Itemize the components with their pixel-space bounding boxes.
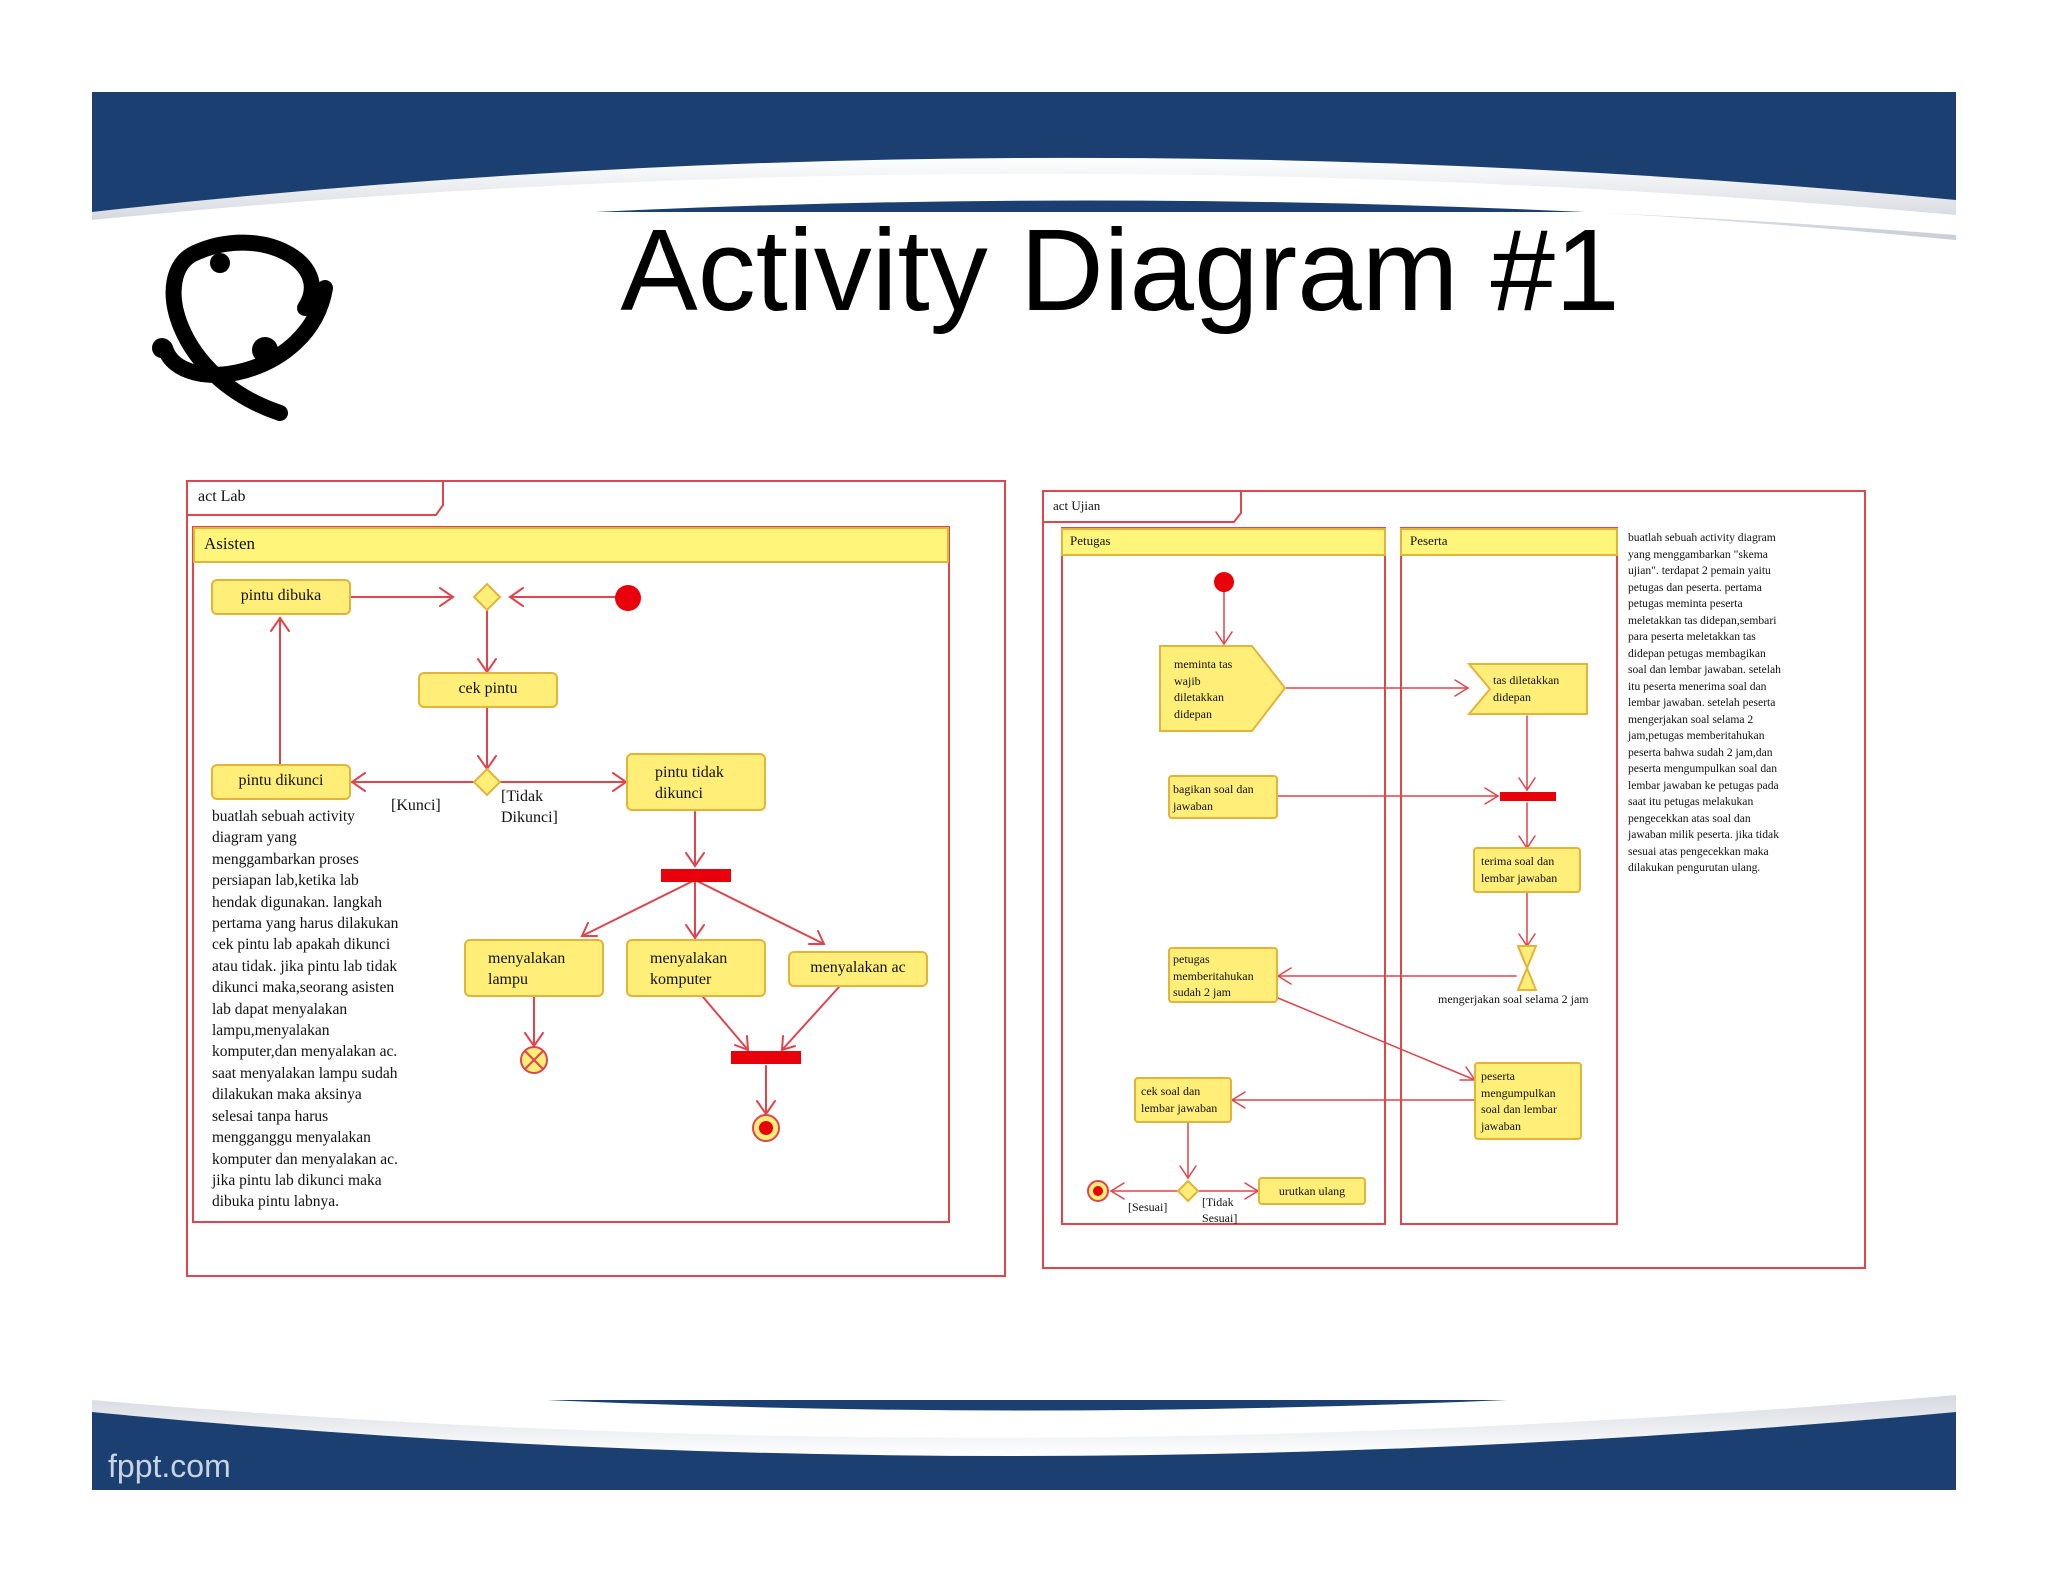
- node-urutkan-ulang: urutkan ulang: [1278, 1184, 1346, 1198]
- node-petugas-memberitahukan: petugas memberitahukan sudah 2 jam: [1173, 952, 1254, 999]
- guard-kunci: [Kunci]: [391, 797, 441, 814]
- node-meminta-tas: meminta tas wajib diletakkan didepan: [1174, 657, 1233, 721]
- diagram-ujian: [1042, 490, 1866, 1269]
- guard-sesuai: [Sesuai]: [1128, 1200, 1168, 1214]
- time-event-label: mengerjakan soal selama 2 jam: [1438, 992, 1589, 1006]
- node-cek-pintu: cek pintu: [458, 680, 518, 697]
- node-menyalakan-lampu: menyalakan lampu: [488, 950, 566, 988]
- guard-tidak-sesuai: [Tidak Sesuai]: [1202, 1195, 1238, 1225]
- node-peserta-mengumpulkan: peserta mengumpulkan soal dan lembar jaw…: [1481, 1069, 1557, 1133]
- lane-peserta: Peserta: [1410, 533, 1448, 548]
- guard-tidak-dikunci: [Tidak Dikunci]: [501, 788, 558, 826]
- footer-brand: fppt.com: [108, 1448, 231, 1484]
- node-terima-soal: terima soal dan lembar jawaban: [1481, 854, 1558, 885]
- node-bagikan-soal: bagikan soal dan jawaban: [1173, 782, 1254, 813]
- diagram-lab: [186, 480, 1006, 1277]
- node-tas-diletakkan: tas diletakkan didepan: [1493, 673, 1560, 704]
- note-lab: buatlah sebuah activity diagram yang men…: [212, 808, 399, 1211]
- lane-petugas: Petugas: [1070, 533, 1111, 548]
- node-pintu-tidak-dikunci: pintu tidak dikunci: [655, 764, 724, 802]
- node-menyalakan-ac: menyalakan ac: [810, 959, 906, 976]
- header-band: [92, 92, 1956, 248]
- node-menyalakan-komputer: menyalakan komputer: [650, 950, 728, 988]
- node-pintu-dikunci: pintu dikunci: [238, 772, 324, 789]
- atom-logo-icon: [152, 234, 333, 421]
- note-ujian: buatlah sebuah activity diagram yang men…: [1628, 531, 1781, 874]
- frame-label-ujian: act Ujian: [1053, 498, 1101, 513]
- footer-band: [92, 1370, 1956, 1490]
- frame-label-lab: act Lab: [198, 488, 246, 505]
- node-pintu-dibuka: pintu dibuka: [240, 587, 322, 604]
- slide-title: Activity Diagram #1: [620, 205, 1620, 335]
- node-cek-soal: cek soal dan lembar jawaban: [1141, 1084, 1218, 1115]
- lane-asisten: Asisten: [204, 534, 255, 553]
